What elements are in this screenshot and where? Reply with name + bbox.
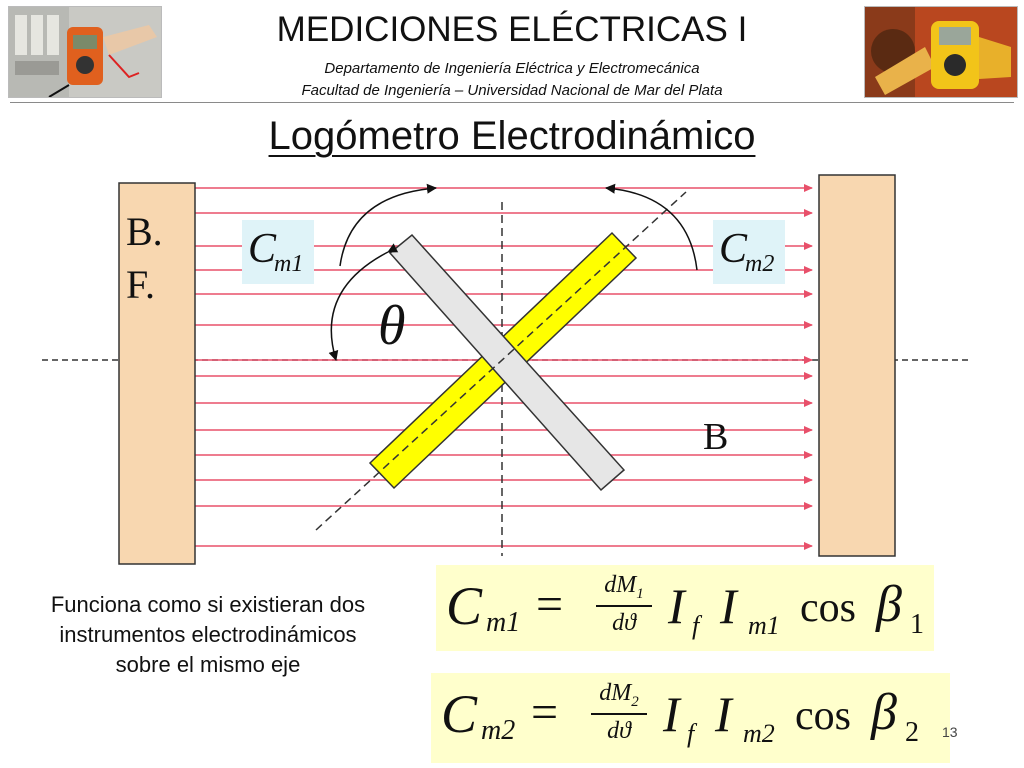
torque-arrow-cm2 xyxy=(605,183,698,271)
header-divider xyxy=(10,102,1014,103)
formula-cm1: C m1 = dM1 dϑ I f I m1 cos β 1 xyxy=(436,565,934,651)
formula-2-beta-sub: 2 xyxy=(905,717,919,748)
theta-label: θ xyxy=(378,295,406,357)
formula-1-lhs-sub: m1 xyxy=(486,607,521,638)
multimeter-photo-right xyxy=(864,6,1018,98)
formula-2-cos: cos xyxy=(795,693,851,739)
formula-1-i2: I xyxy=(720,578,737,634)
formula-2-equals: = xyxy=(531,686,559,739)
header-title: MEDICIONES ELÉCTRICAS I xyxy=(276,10,748,49)
cm1-label: C m1 xyxy=(242,220,314,284)
formula-1-numerator: dM1 xyxy=(596,573,652,602)
formula-2-i1-sub: f xyxy=(687,719,695,748)
pole-piece-left xyxy=(118,182,196,565)
formula-2-numerator: dM2 xyxy=(591,681,647,710)
multimeter-photo-left xyxy=(8,6,162,98)
department-subtitle: Departamento de Ingeniería Eléctrica y E… xyxy=(324,60,700,77)
formula-1-denominator: dϑ xyxy=(612,610,636,636)
field-b-label: B xyxy=(703,416,729,458)
slide-title: Logómetro Electrodinámico xyxy=(0,114,1024,159)
magnetic-field-lines xyxy=(195,184,813,550)
coil-gray xyxy=(388,233,626,492)
slide-title-text: Logómetro Electrodinámico xyxy=(268,114,756,158)
formula-2-num-sub: 2 xyxy=(631,693,639,710)
cm2-label: C m2 xyxy=(713,220,785,284)
description-text: Funciona como si existieran dos instrume… xyxy=(50,592,366,677)
formula-2-lhs-sub: m2 xyxy=(481,715,516,746)
bf-label-line1: B. xyxy=(126,209,163,254)
formula-1-lhs: C xyxy=(446,576,483,636)
formula-1-num: dM xyxy=(604,572,637,598)
formula-1-fraction-bar xyxy=(596,605,652,607)
bf-label-line2: F. xyxy=(126,262,156,307)
cm2-subscript: m2 xyxy=(745,251,775,277)
formula-1-beta-sub: 1 xyxy=(910,609,924,640)
formula-1-i1: I xyxy=(668,578,685,634)
formula-1-equals: = xyxy=(536,578,564,631)
formula-1-cos: cos xyxy=(800,585,856,631)
formula-2-num: dM xyxy=(599,680,632,706)
formula-1-i2-sub: m1 xyxy=(748,611,780,640)
pole-piece-right xyxy=(818,174,896,557)
formula-1-i1-sub: f xyxy=(692,611,700,640)
slide-number: 13 xyxy=(942,724,958,740)
cm2-symbol: C xyxy=(719,226,748,272)
cm1-subscript: m1 xyxy=(274,251,304,277)
formula-2-i2-sub: m2 xyxy=(743,719,775,748)
formula-cm2: C m2 = dM2 dϑ I f I m2 cos β 2 xyxy=(431,673,950,763)
formula-1-beta: β xyxy=(876,576,902,633)
formula-2-i2: I xyxy=(715,686,732,742)
formula-2-denominator: dϑ xyxy=(607,718,631,744)
formula-2-beta: β xyxy=(871,684,897,741)
diagonal-axis xyxy=(315,191,687,531)
formula-1-num-sub: 1 xyxy=(636,585,644,602)
faculty-subtitle: Facultad de Ingeniería – Universidad Nac… xyxy=(301,82,723,99)
cm1-symbol: C xyxy=(248,226,277,272)
theta-angle-arc xyxy=(328,243,399,361)
formula-2-i1: I xyxy=(663,686,680,742)
formula-2-lhs: C xyxy=(441,684,478,744)
formula-2-fraction-bar xyxy=(591,713,647,715)
